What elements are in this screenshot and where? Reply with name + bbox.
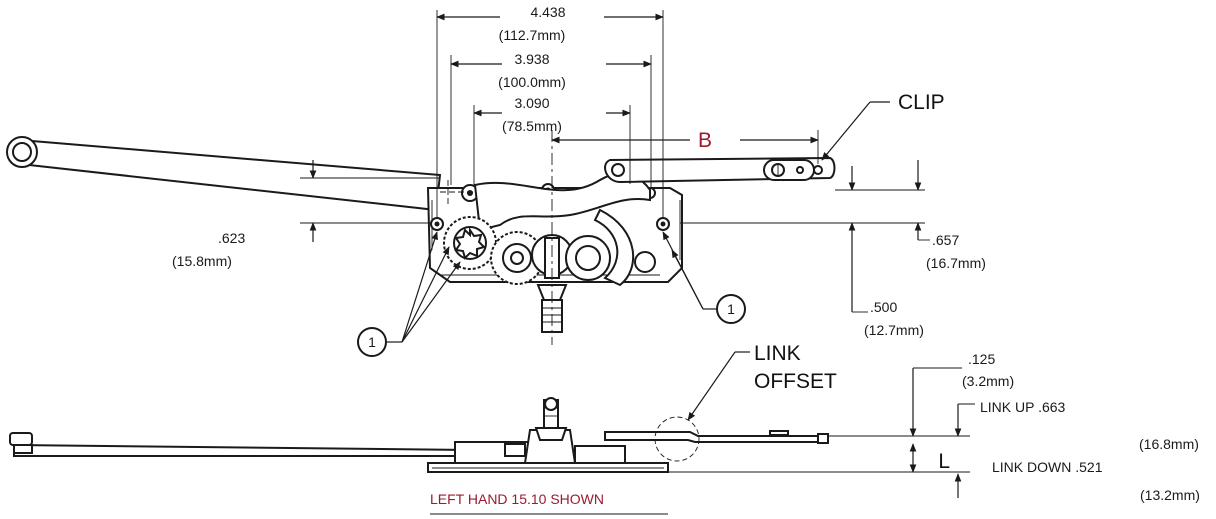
dim-l-label: L — [938, 450, 950, 473]
link-up-mm: (16.8mm) — [1139, 436, 1199, 452]
caption-left-hand: LEFT HAND 15.10 SHOWN — [430, 491, 604, 507]
gear-train — [443, 216, 656, 333]
callout-left-number: 1 — [368, 334, 376, 350]
dim-657-mm: (16.7mm) — [926, 255, 986, 271]
link-offset-line2: OFFSET — [754, 370, 837, 393]
side-operator-arm — [604, 430, 829, 444]
dimension-extension-lines — [436, 10, 819, 218]
dim-125-mm: (3.2mm) — [962, 373, 1014, 389]
dim-b: B — [551, 129, 819, 152]
dim-3938-mm: (100.0mm) — [498, 74, 566, 90]
callout-1-right: 1 — [662, 231, 746, 324]
clip-callout: CLIP — [821, 91, 945, 161]
dim-b-label: B — [698, 129, 712, 152]
dim-3938: 3.938 (100.0mm) — [450, 51, 652, 90]
side-housing — [454, 397, 626, 464]
top-view: 4.438 (112.7mm) 3.938 (100.0mm) 3.090 (7… — [6, 4, 986, 357]
dim-500-mm: (12.7mm) — [864, 322, 924, 338]
dim-623-value: .623 — [218, 230, 245, 246]
link-up-down-values: LINK UP .663 (16.8mm) LINK DOWN .521 (13… — [980, 399, 1200, 503]
lever-link — [473, 172, 651, 287]
dim-3090: 3.090 (78.5mm) — [473, 95, 631, 134]
side-base-plate — [427, 462, 669, 473]
dim-623-mm: (15.8mm) — [172, 253, 232, 269]
link-up-label: LINK UP .663 — [980, 399, 1066, 415]
dim-3090-value: 3.090 — [514, 95, 549, 111]
dim-l: L — [668, 403, 975, 498]
link-offset-line1: LINK — [754, 342, 801, 365]
link-down-mm: (13.2mm) — [1140, 487, 1200, 503]
center-lines — [440, 130, 553, 345]
dim-500: .500 (12.7mm) — [848, 222, 924, 338]
operator-arm — [604, 156, 836, 184]
dim-657: .657 (16.7mm) — [680, 160, 986, 271]
dim-125-value: .125 — [968, 351, 995, 367]
dim-3938-value: 3.938 — [514, 51, 549, 67]
dim-4438-value: 4.438 — [530, 4, 565, 20]
dim-3090-mm: (78.5mm) — [502, 118, 562, 134]
dim-657-value: .657 — [932, 232, 959, 248]
callout-right-number: 1 — [727, 301, 735, 317]
dim-4438-mm: (112.7mm) — [499, 27, 566, 43]
side-crank-arm — [9, 432, 471, 457]
dim-4438: 4.438 (112.7mm) — [436, 4, 664, 43]
dim-623: .623 (15.8mm) — [172, 160, 440, 269]
callout-1-left: 1 — [357, 231, 461, 357]
dim-125: .125 (3.2mm) — [828, 351, 1014, 437]
caption-group: LEFT HAND 15.10 SHOWN — [430, 491, 668, 515]
link-down-label: LINK DOWN .521 — [992, 459, 1103, 475]
crank-arm — [6, 136, 442, 212]
clip-label: CLIP — [898, 91, 945, 114]
side-view: LINK OFFSET .125 (3.2mm) L LINK UP .663 … — [9, 342, 1200, 515]
link-offset-callout: LINK OFFSET — [654, 342, 837, 462]
dim-500-value: .500 — [870, 299, 897, 315]
